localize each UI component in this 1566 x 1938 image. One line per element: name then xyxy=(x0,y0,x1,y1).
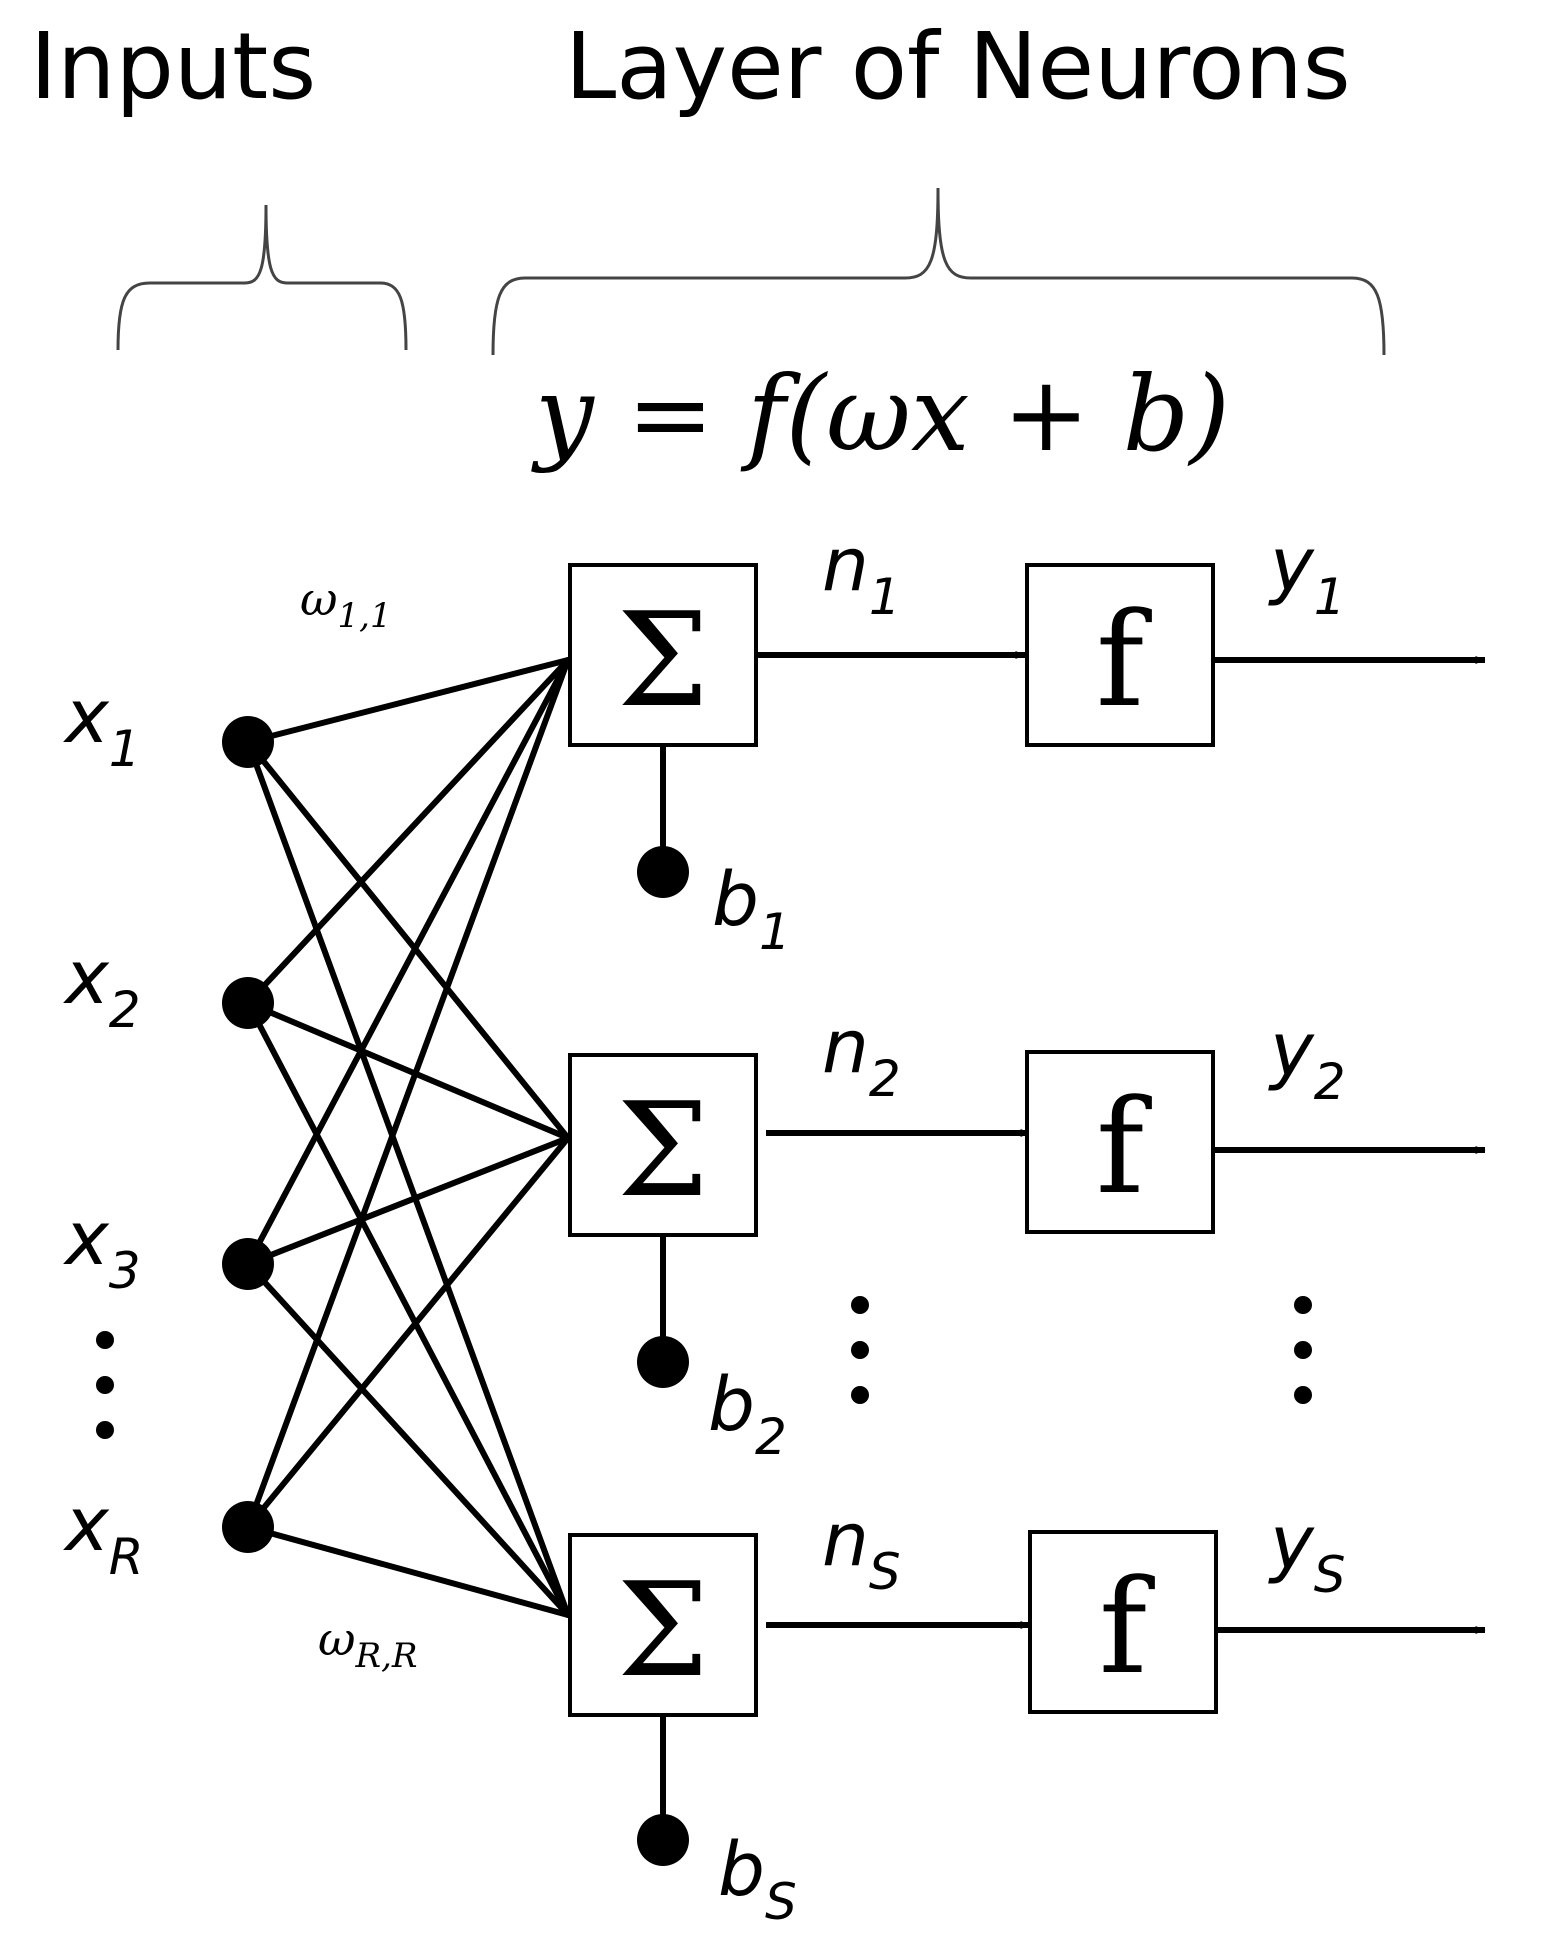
net-ellipsis-icon xyxy=(851,1296,869,1404)
sigma-icon: Σ xyxy=(617,584,709,736)
weight-label-first: ω1,1 xyxy=(300,572,392,636)
neuron-S: Σ bS nS f yS xyxy=(568,1497,1486,1931)
net-label-2: n2 xyxy=(822,1004,901,1108)
summation-box-2 xyxy=(568,1053,758,1237)
neuron-2: Σ b2 n2 f y2 xyxy=(568,1004,1486,1466)
weight-label-last: ωR,R xyxy=(318,1612,418,1676)
input-label-2: x2 xyxy=(63,935,141,1039)
inputs-ellipsis-icon xyxy=(96,1331,114,1439)
weight-connections xyxy=(245,657,571,1618)
layer-equation: y = f(ωx + b) xyxy=(531,353,1230,475)
input-node-1 xyxy=(222,716,274,768)
bias-node-1 xyxy=(637,846,689,898)
input-label-R: xR xyxy=(63,1482,144,1586)
activation-box-2 xyxy=(1025,1050,1215,1234)
input-node-2 xyxy=(222,977,274,1029)
bias-node-2 xyxy=(637,1336,689,1388)
bias-label-2: b2 xyxy=(708,1362,787,1466)
input-label-1: x1 xyxy=(63,674,141,778)
activation-f-icon: f xyxy=(1096,1071,1152,1223)
inputs-header: Inputs xyxy=(30,13,316,120)
input-label-3: x3 xyxy=(63,1196,141,1300)
input-node-R xyxy=(222,1501,274,1553)
sigma-icon: Σ xyxy=(617,1074,709,1226)
bias-label-S: bS xyxy=(718,1827,797,1931)
output-label-S: yS xyxy=(1268,1500,1346,1604)
summation-box-1 xyxy=(568,563,758,747)
bias-node-S xyxy=(637,1814,689,1866)
neuron-1: Σ b1 n1 f y1 xyxy=(568,522,1486,961)
output-label-1: y1 xyxy=(1268,522,1346,626)
inputs-brace xyxy=(116,204,408,351)
input-node-3 xyxy=(222,1238,274,1290)
output-ellipsis-icon xyxy=(1294,1296,1312,1404)
activation-box-1 xyxy=(1025,563,1215,747)
activation-f-icon: f xyxy=(1099,1551,1155,1703)
net-label-S: nS xyxy=(822,1497,901,1601)
output-label-2: y2 xyxy=(1268,1007,1346,1111)
summation-box-S xyxy=(568,1533,758,1717)
activation-f-icon: f xyxy=(1096,584,1152,736)
net-label-1: n1 xyxy=(822,522,901,626)
sigma-icon: Σ xyxy=(617,1554,709,1706)
activation-box-S xyxy=(1028,1530,1218,1714)
bias-label-1: b1 xyxy=(712,857,791,961)
layer-header: Layer of Neurons xyxy=(565,13,1351,120)
layer-brace xyxy=(491,187,1386,356)
